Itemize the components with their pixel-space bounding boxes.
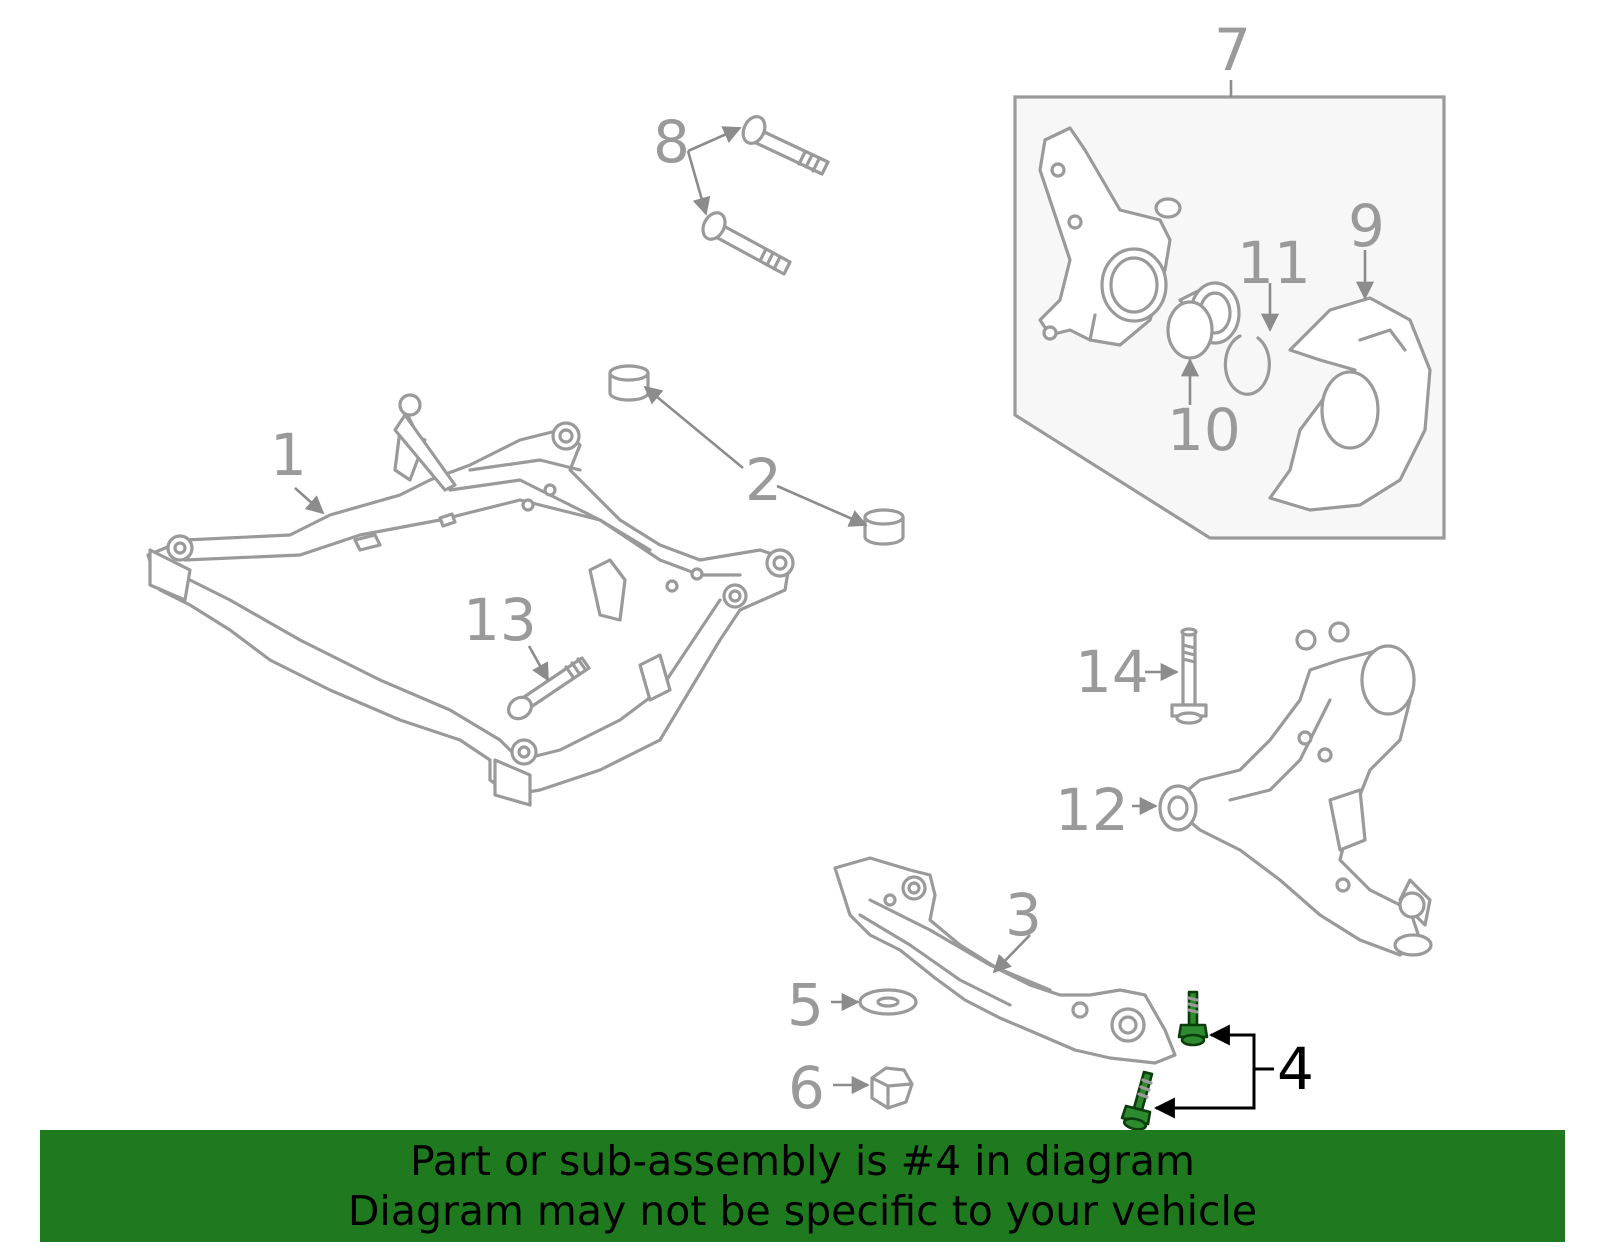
part-4-bolt-lower	[1120, 1070, 1154, 1131]
banner-line-2: Diagram may not be specific to your vehi…	[347, 1187, 1258, 1235]
part-4-bolt-upper	[1177, 990, 1209, 1047]
callout-3: 3	[1005, 881, 1042, 949]
part-14-bolt	[1170, 627, 1208, 725]
part-1-subframe	[146, 393, 795, 807]
leader-lines	[294, 80, 1375, 1119]
callout-14: 14	[1075, 638, 1149, 706]
callout-4: 4	[1277, 1035, 1314, 1103]
callout-9: 9	[1348, 192, 1385, 260]
part-6-nut	[870, 1066, 914, 1110]
callout-2: 2	[745, 446, 782, 514]
part-10-wheel-bearing	[1166, 281, 1241, 360]
part-2-bushing-lower	[863, 508, 905, 546]
callout-7: 7	[1214, 16, 1251, 84]
part-8-bolt-lower	[701, 211, 792, 276]
part-3-brace	[833, 856, 1177, 1065]
callout-6: 6	[788, 1054, 825, 1122]
callout-13: 13	[463, 586, 537, 654]
callout-1: 1	[270, 421, 307, 489]
callout-8: 8	[653, 108, 690, 176]
part-12-lower-control-arm	[1158, 621, 1433, 957]
part-2-bushing-upper	[608, 364, 650, 402]
info-banner: Part or sub-assembly is #4 in diagram Di…	[40, 1130, 1565, 1242]
callout-12: 12	[1055, 776, 1129, 844]
callout-10: 10	[1167, 396, 1241, 464]
callout-5: 5	[787, 971, 824, 1039]
part-7-knuckle-assembly-box	[1013, 95, 1446, 540]
part-11-snap-ring	[1223, 334, 1271, 396]
callout-11: 11	[1237, 229, 1311, 297]
banner-line-1: Part or sub-assembly is #4 in diagram	[410, 1137, 1195, 1185]
part-8-bolt-upper	[741, 115, 830, 176]
part-9-splash-shield	[1268, 296, 1432, 512]
part-5-washer	[858, 988, 918, 1016]
part-13-bolt	[507, 656, 591, 721]
